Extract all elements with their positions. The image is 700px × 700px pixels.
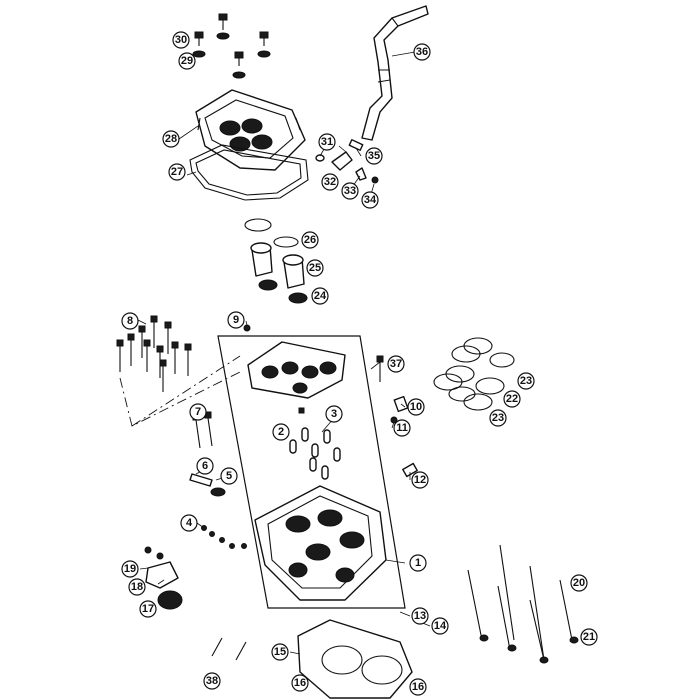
callout-13: 13	[411, 607, 429, 625]
cover-bolts	[192, 13, 271, 79]
callout-30: 30	[172, 31, 190, 49]
sensors	[376, 355, 418, 478]
intake-boots	[433, 337, 515, 411]
callout-37-label: 37	[390, 358, 402, 370]
callout-20-label: 20	[573, 577, 585, 589]
callout-3: 3	[325, 405, 343, 423]
callout-35-label: 35	[368, 150, 380, 162]
callout-33-label: 33	[344, 185, 356, 197]
callout-31-label: 31	[321, 136, 333, 148]
callout-35: 35	[365, 147, 383, 165]
valve-cover-gasket	[189, 144, 309, 201]
callout-36-label: 36	[416, 46, 428, 58]
callout-29: 29	[178, 52, 196, 70]
callout-32-label: 32	[324, 176, 336, 188]
callout-37: 37	[387, 355, 405, 373]
cam-carrier	[247, 341, 346, 399]
callout-5: 5	[220, 467, 238, 485]
callout-26-label: 26	[304, 234, 316, 246]
callout-16a-label: 16	[294, 677, 306, 689]
callout-18-label: 18	[131, 581, 143, 593]
callout-2: 2	[272, 423, 290, 441]
callout-20: 20	[570, 574, 588, 592]
callout-33: 33	[341, 182, 359, 200]
callout-24-label: 24	[314, 290, 327, 302]
callout-11: 11	[393, 419, 411, 437]
callout-6: 6	[196, 457, 214, 475]
callout-4-label: 4	[186, 517, 193, 529]
callout-7: 7	[189, 403, 207, 421]
callout-34: 34	[361, 191, 379, 209]
callout-28-label: 28	[165, 133, 177, 145]
callout-36: 36	[413, 43, 431, 61]
dowel-pins	[211, 637, 247, 661]
callout-27-label: 27	[171, 166, 183, 178]
callout-32: 32	[321, 173, 339, 191]
callout-1: 1	[409, 554, 427, 572]
head-gasket	[297, 619, 413, 699]
callout-24: 24	[311, 287, 329, 305]
callout-17: 17	[139, 600, 157, 618]
assembly-frame	[217, 335, 406, 609]
callout-22-label: 22	[506, 393, 518, 405]
callout-5-label: 5	[226, 470, 232, 482]
callout-28: 28	[162, 130, 180, 148]
breather-fittings	[315, 139, 379, 184]
callout-26: 26	[301, 231, 319, 249]
callout-3-label: 3	[331, 408, 337, 420]
callout-6-label: 6	[202, 460, 208, 472]
callout-17-label: 17	[142, 603, 154, 615]
callout-27: 27	[168, 163, 186, 181]
plug-tubes	[244, 218, 308, 304]
callout-11-label: 11	[396, 422, 408, 434]
callout-8-label: 8	[127, 315, 133, 327]
callout-19: 19	[121, 560, 139, 578]
cylinder-studs	[467, 544, 579, 664]
head-bolts-8	[116, 315, 192, 392]
callout-14-label: 14	[434, 620, 447, 632]
callout-10: 10	[407, 398, 425, 416]
callout-25-label: 25	[309, 262, 321, 274]
callout-31: 31	[318, 133, 336, 151]
cylinder-head	[254, 485, 387, 601]
callout-16b-label: 16	[412, 681, 424, 693]
callout-10-label: 10	[410, 401, 422, 413]
callout-16a: 16	[291, 674, 309, 692]
callout-23b-label: 23	[492, 412, 504, 424]
callout-16b: 16	[409, 678, 427, 696]
callout-21: 21	[580, 628, 598, 646]
callout-23a-label: 23	[520, 375, 532, 387]
callout-7-label: 7	[195, 406, 201, 418]
callout-21-label: 21	[583, 631, 595, 643]
callout-38-label: 38	[206, 675, 218, 687]
callout-29-label: 29	[181, 55, 193, 67]
callout-15: 15	[271, 643, 289, 661]
callout-38: 38	[203, 672, 221, 690]
callout-23b: 23	[489, 409, 507, 427]
callout-34-label: 34	[364, 194, 377, 206]
callout-13-label: 13	[414, 610, 426, 622]
callout-2-label: 2	[278, 426, 284, 438]
callout-8: 8	[121, 312, 139, 330]
callout-30-label: 30	[175, 34, 187, 46]
callout-22: 22	[503, 390, 521, 408]
head-small-parts	[189, 411, 247, 549]
callout-4: 4	[180, 514, 198, 532]
callout-23a: 23	[517, 372, 535, 390]
callout-12-label: 12	[414, 474, 426, 486]
callout-14: 14	[431, 617, 449, 635]
water-outlet	[144, 546, 183, 610]
callout-25: 25	[306, 259, 324, 277]
breather-hose	[361, 5, 429, 141]
valve-cover	[195, 89, 306, 171]
callout-19-label: 19	[124, 563, 136, 575]
callout-12: 12	[411, 471, 429, 489]
callout-1-label: 1	[415, 557, 421, 569]
callout-18: 18	[128, 578, 146, 596]
callout-9: 9	[227, 311, 245, 329]
callout-15-label: 15	[274, 646, 286, 658]
callout-9-label: 9	[233, 314, 239, 326]
